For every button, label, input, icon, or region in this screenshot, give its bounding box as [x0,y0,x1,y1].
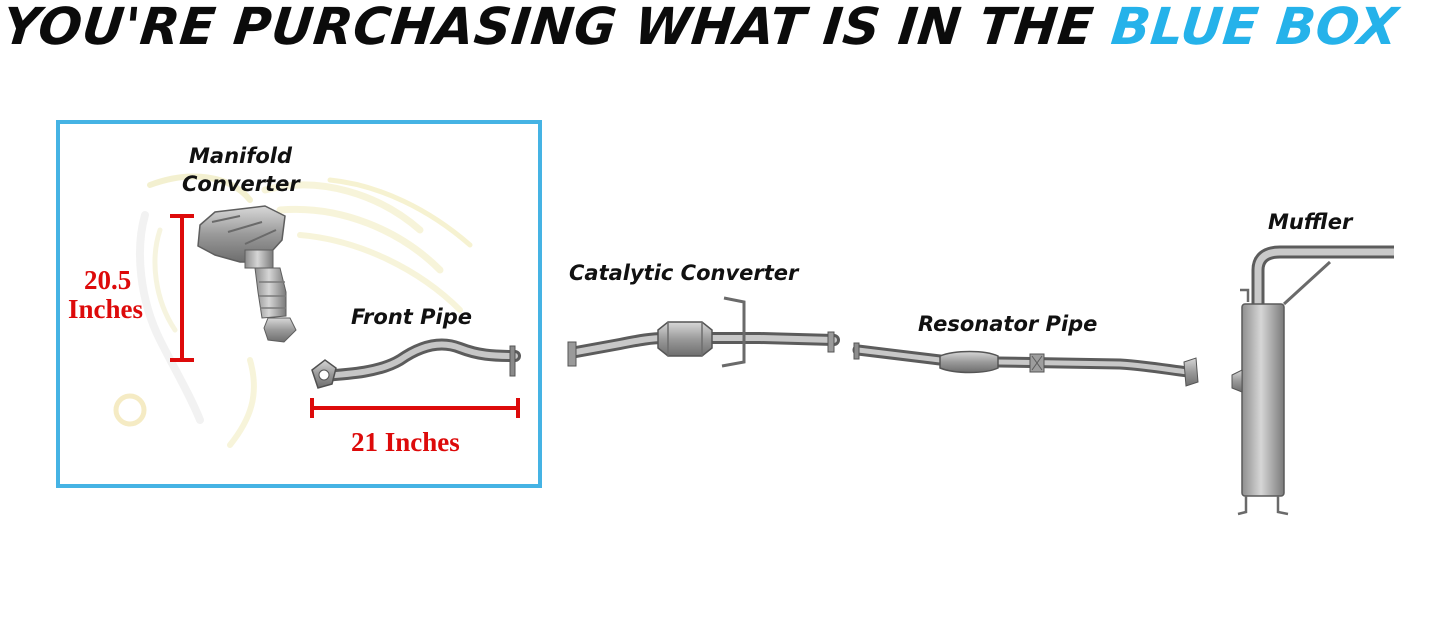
front-pipe-label: Front Pipe [351,305,472,329]
blue-box [56,120,542,488]
resonator-pipe-label: Resonator Pipe [918,312,1098,336]
height-dimension-unit: Inches [68,294,144,324]
height-dimension-value: 20.5 [84,265,132,295]
muffler-label: Muffler [1268,210,1353,234]
catalytic-converter-label: Catalytic Converter [569,261,799,285]
manifold-label-line2: Converter [182,172,300,196]
front-pipe-image [311,338,521,389]
height-dimension-line [170,214,194,362]
width-dimension-label: 21 Inches [351,427,460,457]
catalytic-converter-image [567,296,840,368]
manifold-converter-image [197,205,297,343]
width-dimension-line [310,398,520,418]
muffler-image [1231,245,1394,516]
manifold-label-line1: Manifold [189,144,293,168]
resonator-pipe-image [852,342,1199,387]
watermark-logo [113,173,473,448]
